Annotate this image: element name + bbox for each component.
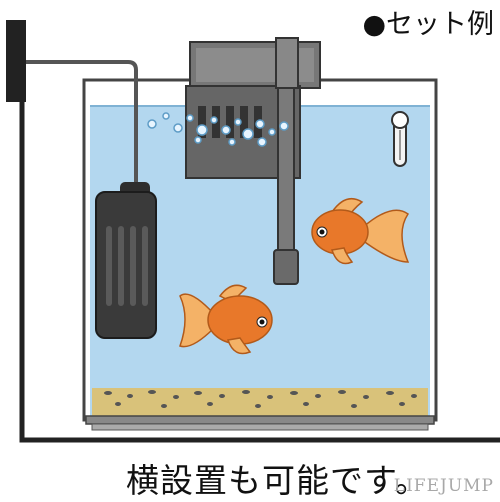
tank-base [85, 415, 435, 425]
thermometer-icon [391, 111, 409, 167]
wall-bracket [6, 20, 26, 102]
aquarium-heater-icon [95, 182, 157, 339]
horizontal-install-caption: 横設置も可能です。 [126, 461, 429, 500]
stand-outline [19, 28, 500, 443]
goldfish-icon [311, 197, 410, 265]
filter-intake-tube [273, 87, 299, 285]
setup-example-title: ●セット例 [362, 9, 494, 40]
tank-base-foot [91, 423, 429, 431]
gravel-bed [92, 388, 428, 416]
goldfish-icon [179, 284, 273, 355]
bubbles [147, 112, 289, 147]
watermark: LIFEJUMP [393, 476, 494, 496]
heater-cord [26, 60, 138, 190]
hang-on-filter-icon [185, 37, 321, 179]
